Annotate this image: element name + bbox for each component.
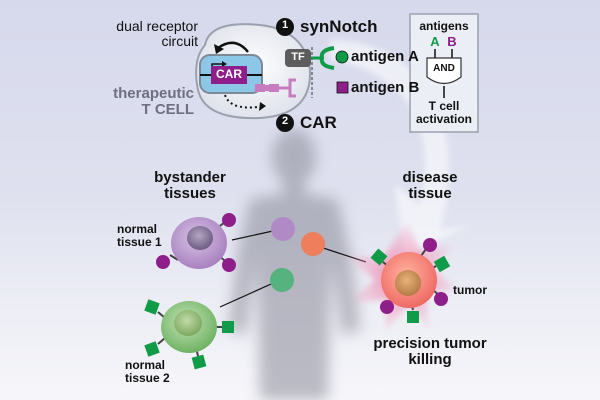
bystander-heading-line2: tissues	[164, 184, 216, 202]
normal-tissue-2-line2: tissue 2	[125, 370, 170, 385]
circuit-label-line2: circuit	[161, 32, 198, 49]
antigen-a-circle-icon	[335, 50, 349, 64]
badge-1-number: 1	[281, 19, 289, 31]
badge-1	[276, 18, 294, 36]
antigen-b-label: antigen B	[351, 79, 420, 96]
antigen-a-label: antigen A	[351, 48, 419, 65]
circuit-label-line1: dual receptor	[116, 18, 198, 34]
normal-tissue-2-cell	[144, 299, 234, 370]
logic-output-line1: T cell	[428, 99, 460, 113]
normal-tissue-2-label: normal tissue 2	[125, 359, 170, 384]
car-gene-label: CAR	[216, 67, 242, 81]
and-gate-label: AND	[433, 63, 455, 74]
t-cell-green	[270, 268, 294, 292]
logic-output-line2: activation	[415, 111, 472, 126]
synnotch-label: synNotch	[300, 17, 378, 36]
bystander-heading-line1: bystander	[154, 169, 226, 186]
car-receptor-icon	[288, 78, 296, 98]
disease-heading-line1: disease	[402, 169, 458, 186]
flow-arrow	[330, 40, 470, 255]
outcome-line1: precision tumor	[373, 335, 487, 352]
antigen-b-square-icon	[336, 81, 349, 94]
logic-box-title: antigens	[419, 19, 469, 33]
t-cell-diagram	[195, 23, 335, 120]
outcome-line2: killing	[408, 350, 452, 368]
tumor-label: tumor	[453, 283, 487, 297]
circuit-label: dual receptor circuit	[98, 19, 198, 48]
tf-label: TF	[291, 51, 305, 63]
normal-tissue-1-cell	[156, 213, 236, 272]
t-cell-label-line2: T CELL	[141, 100, 195, 118]
tumor-cell	[345, 222, 458, 332]
t-cell-purple	[271, 217, 295, 241]
logic-box	[409, 13, 479, 133]
normal-tissue-2-line1: normal	[125, 358, 166, 372]
tf-box	[285, 49, 311, 67]
t-cell-label-line1: therapeutic	[113, 85, 194, 102]
arrow-icon	[214, 44, 224, 54]
logic-input-a: A	[430, 34, 440, 49]
bystander-heading: bystander tissues	[140, 170, 240, 202]
normal-tissue-1-line2: tissue 1	[117, 234, 162, 249]
t-cell-label: therapeutic T CELL	[90, 86, 194, 118]
and-gate-icon	[426, 57, 462, 85]
disease-heading: disease tissue	[385, 170, 475, 202]
car-gene-box	[211, 66, 247, 84]
dotted-arrow-icon	[259, 102, 266, 111]
badge-2-number: 2	[281, 115, 289, 127]
normal-tissue-1-line1: normal	[117, 222, 158, 236]
synnotch-receptor-icon	[319, 46, 335, 70]
normal-tissue-1-label: normal tissue 1	[117, 223, 162, 248]
car-label: CAR	[300, 113, 337, 132]
disease-heading-line2: tissue	[408, 184, 452, 202]
logic-input-b: B	[447, 34, 457, 49]
connector-line	[219, 279, 281, 308]
badge-2	[276, 114, 294, 132]
human-silhouette	[228, 129, 360, 400]
outcome-label: precision tumor killing	[355, 336, 505, 368]
logic-output: T cell activation	[410, 100, 478, 125]
t-cell-orange	[301, 232, 325, 256]
